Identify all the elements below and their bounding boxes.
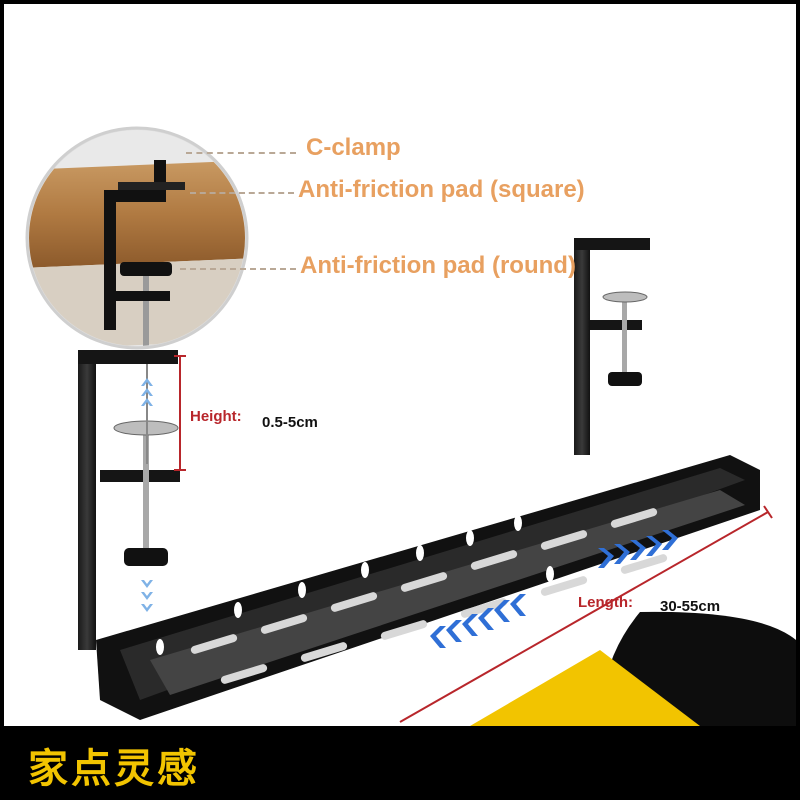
height-arrows xyxy=(141,378,153,612)
length-line xyxy=(399,505,773,723)
footer-bar xyxy=(0,726,800,800)
height-value: 0.5-5cm xyxy=(262,414,318,431)
length-value: 30-55cm xyxy=(660,598,721,615)
left-clamp xyxy=(78,350,180,650)
cable-tray-illustration xyxy=(25,126,796,726)
extend-arrows xyxy=(430,530,678,648)
height-bracket xyxy=(174,355,186,471)
zoom-detail-circle xyxy=(25,126,249,350)
height-label: Height: xyxy=(190,408,242,425)
c-clamp-label: C-clamp xyxy=(306,134,401,161)
right-clamp xyxy=(574,238,650,455)
pad-round-label: Anti-friction pad (round) xyxy=(300,252,576,279)
decorative-corner xyxy=(470,611,796,726)
length-label: Length: xyxy=(578,594,633,611)
brand-logo-text: 家点灵感 xyxy=(28,746,200,792)
product-image: C-clamp Anti-friction pad (square) Anti-… xyxy=(4,4,796,726)
pad-square-label: Anti-friction pad (square) xyxy=(298,176,585,203)
tray-body xyxy=(96,455,760,720)
c-clamp-leader xyxy=(186,152,296,154)
pad-round-leader xyxy=(180,268,296,270)
pad-square-leader xyxy=(190,192,294,194)
